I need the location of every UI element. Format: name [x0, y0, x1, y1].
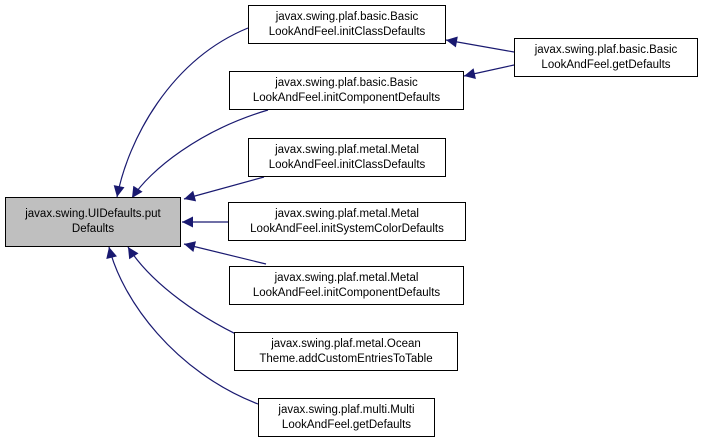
edge-metal-init-class-to-put-defaults	[183, 176, 265, 202]
node-label-line1: javax.swing.plaf.metal.Ocean	[271, 337, 421, 350]
node-uidefaults-put-defaults: javax.swing.UIDefaults.put Defaults	[5, 197, 181, 247]
edge-basic-init-class-to-put-defaults	[113, 27, 249, 198]
node-label-line2: LookAndFeel.initSystemColorDefaults	[250, 222, 444, 235]
node-label-line1: javax.swing.plaf.metal.Metal	[274, 271, 419, 284]
node-ocean-add-custom-entries[interactable]: javax.swing.plaf.metal.Ocean Theme.addCu…	[234, 332, 458, 371]
node-label-line1: javax.swing.plaf.basic.Basic	[534, 43, 678, 56]
node-label-line1: javax.swing.UIDefaults.put	[25, 208, 161, 220]
node-label-line1: javax.swing.plaf.basic.Basic	[275, 10, 419, 23]
node-basic-init-class-defaults[interactable]: javax.swing.plaf.basic.Basic LookAndFeel…	[248, 5, 446, 44]
node-label-line2: LookAndFeel.initClassDefaults	[268, 158, 426, 171]
node-label-line2: LookAndFeel.initClassDefaults	[268, 25, 426, 38]
edge-basic-get-defaults-to-basic-init-component	[463, 64, 515, 80]
node-metal-init-class-defaults[interactable]: javax.swing.plaf.metal.Metal LookAndFeel…	[248, 138, 446, 177]
node-metal-init-system-color-defaults[interactable]: javax.swing.plaf.metal.Metal LookAndFeel…	[228, 202, 466, 241]
node-label-line2: Theme.addCustomEntriesToTable	[259, 352, 433, 365]
edge-basic-init-component-to-put-defaults	[131, 109, 269, 199]
node-multi-get-defaults[interactable]: javax.swing.plaf.multi.Multi LookAndFeel…	[258, 398, 435, 437]
edge-basic-get-defaults-to-basic-init-class	[445, 36, 515, 53]
node-label-line1: javax.swing.plaf.metal.Metal	[275, 207, 419, 220]
node-metal-init-component-defaults[interactable]: javax.swing.plaf.metal.Metal LookAndFeel…	[229, 266, 464, 305]
node-basic-get-defaults[interactable]: javax.swing.plaf.basic.Basic LookAndFeel…	[514, 38, 698, 77]
node-label-line2: LookAndFeel.getDefaults	[281, 418, 412, 431]
node-label-line1: javax.swing.plaf.metal.Metal	[275, 143, 419, 156]
node-label-line2: Defaults	[71, 223, 115, 235]
node-basic-init-component-defaults[interactable]: javax.swing.plaf.basic.Basic LookAndFeel…	[229, 71, 464, 110]
node-label-line1: javax.swing.plaf.basic.Basic	[275, 76, 418, 89]
node-label-line2: LookAndFeel.initComponentDefaults	[252, 286, 441, 299]
edge-metal-init-component-to-put-defaults	[183, 241, 267, 265]
node-label-line1: javax.swing.plaf.multi.Multi	[278, 403, 415, 416]
edge-multi-get-defaults-to-put-defaults	[106, 246, 259, 405]
node-label-line2: LookAndFeel.initComponentDefaults	[252, 91, 441, 104]
node-label-line2: LookAndFeel.getDefaults	[541, 58, 671, 71]
